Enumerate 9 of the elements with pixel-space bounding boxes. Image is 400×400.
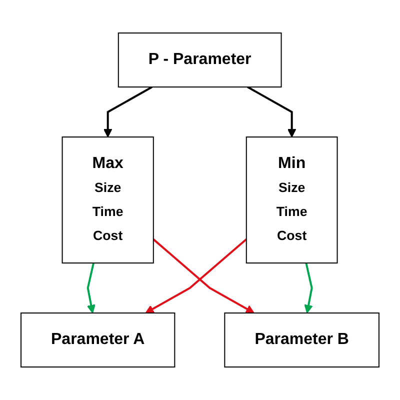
node-box: Parameter B <box>224 312 380 368</box>
node-box: Max Size Time Cost <box>62 136 154 264</box>
node-box: P - Parameter <box>118 32 282 88</box>
arrow <box>304 262 313 314</box>
arrow <box>86 262 96 314</box>
arrow <box>247 86 296 138</box>
node-box: Min Size Time Cost <box>246 136 338 264</box>
node-box: Parameter A <box>20 312 176 368</box>
arrow <box>103 86 153 138</box>
